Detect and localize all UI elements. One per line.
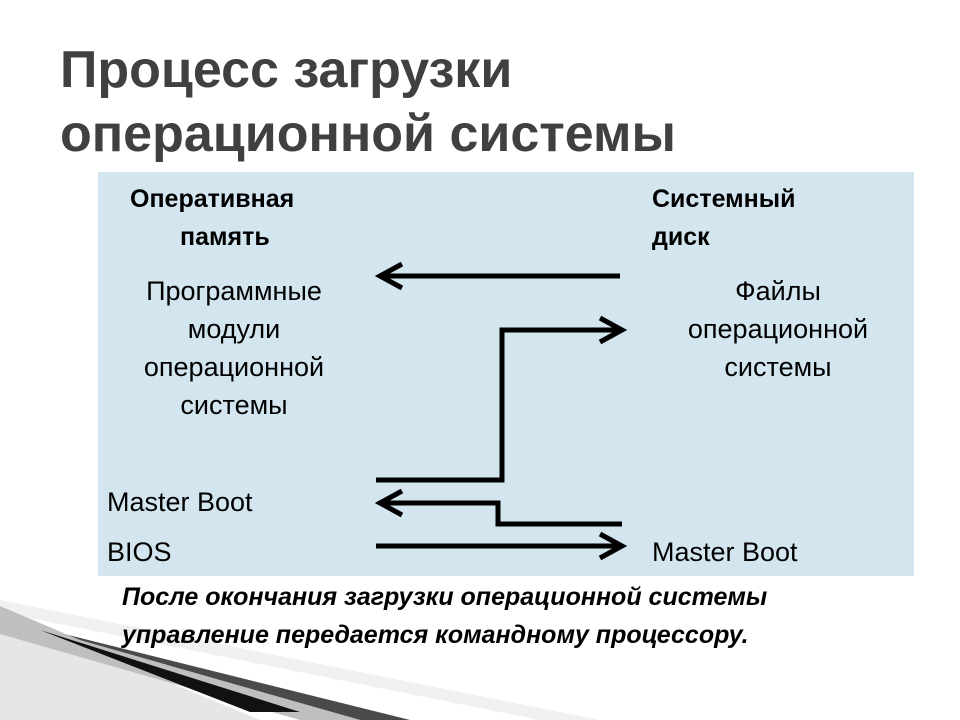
diagram-panel	[98, 172, 914, 576]
caption-line-2: управление передается командному процесс…	[122, 621, 749, 649]
os-modules-line-2: модули	[187, 314, 281, 344]
os-files-line-3: системы	[724, 352, 832, 382]
arrow-master-boot-load	[374, 488, 622, 527]
bios-label: BIOS	[107, 537, 172, 567]
disk-header-line-2: диск	[652, 223, 710, 251]
caption: После окончания загрузки операционной си…	[122, 578, 952, 654]
ram-header-line-1: Оперативная	[130, 185, 295, 213]
os-modules-label: Программные модули операционной системы	[114, 272, 354, 424]
disk-header-line-1: Системный	[652, 185, 796, 213]
disk-header: Системный диск	[652, 180, 795, 256]
arrow-master-boot-to-os-files	[376, 315, 628, 483]
os-files-label: Файлы операционной системы	[650, 272, 906, 386]
os-files-line-2: операционной	[687, 314, 869, 344]
disk-master-boot-label: Master Boot	[652, 537, 798, 567]
os-modules-line-4: системы	[180, 390, 288, 420]
arrow-load-os-files	[374, 261, 620, 291]
title-line-1: Процесс загрузки	[60, 41, 513, 99]
slide-title: Процесс загрузки операционной системы	[60, 38, 920, 166]
arrow-bios-to-master-boot	[376, 531, 628, 561]
title-line-2: операционной системы	[60, 105, 676, 163]
os-files-line-1: Файлы	[735, 276, 821, 306]
os-modules-line-1: Программные	[146, 276, 322, 306]
caption-line-1: После окончания загрузки операционной си…	[122, 583, 768, 611]
ram-header: Оперативная память	[130, 180, 294, 256]
ram-header-line-2: память	[180, 223, 270, 251]
os-modules-line-3: операционной	[143, 352, 325, 382]
ram-master-boot-label: Master Boot	[107, 487, 253, 517]
